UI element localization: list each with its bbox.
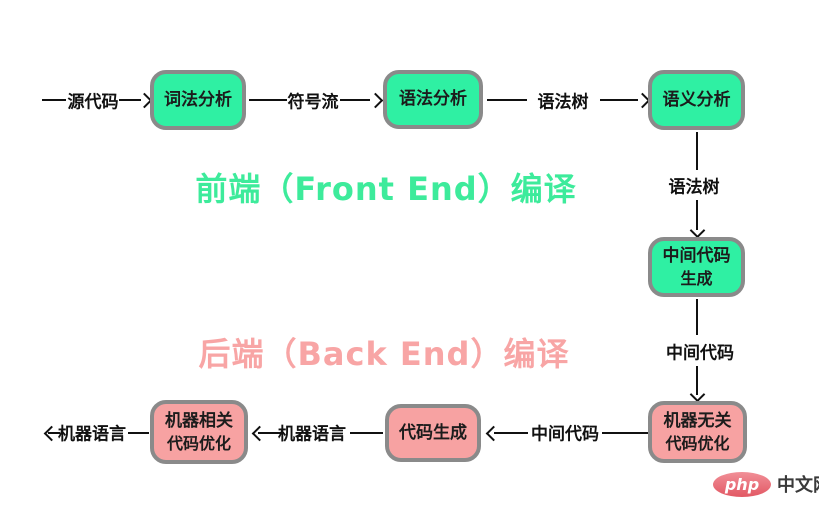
edge-label-syntax-tree-vertical: 语法树 (668, 177, 720, 198)
edge-irgen-down-line (696, 299, 698, 335)
node-machine-independent-optimization: 机器无关 代码优化 (648, 401, 747, 463)
edge-label-intermediate-code-bottom: 中间代码 (531, 424, 599, 445)
arrowhead-into-codegen-icon (485, 425, 502, 442)
edge-lexical-out-line (249, 99, 287, 101)
node-syntax-analysis: 语法分析 (383, 70, 483, 129)
node-lexical-analysis: 词法分析 (150, 70, 246, 130)
edge-into-mdopt-line (258, 432, 284, 434)
node-machine-dependent-optimization: 机器相关 代码优化 (150, 400, 248, 464)
edge-syntax-out-line (487, 99, 527, 101)
node-syntax-analysis-label: 语法分析 (399, 89, 467, 110)
edge-codegen-out-line (350, 432, 383, 434)
edge-label-machine-language-mid: 机器语言 (278, 424, 346, 445)
php-logo-icon: php (713, 471, 771, 497)
node-semantic-analysis-label: 语义分析 (662, 89, 731, 110)
node-ir-generation-label-line2: 生成 (680, 268, 713, 288)
watermark: php 中文网 (713, 471, 819, 497)
edge-final-out-line (48, 432, 60, 434)
edge-into-syntax-line (340, 99, 370, 101)
node-machine-independent-optimization-line2: 代码优化 (665, 433, 730, 453)
node-code-generation: 代码生成 (385, 404, 481, 462)
arrowhead-into-mdopt-icon (251, 425, 268, 442)
edge-label-source-code: 源代码 (67, 92, 119, 113)
node-code-generation-label: 代码生成 (399, 422, 467, 443)
front-end-section-title: 前端（Front End）编译 (195, 170, 577, 208)
node-ir-generation-label-line1: 中间代码 (662, 245, 731, 266)
edge-source-in-line (42, 99, 66, 101)
edge-into-codegen-line (494, 432, 528, 434)
watermark-site-text: 中文网 (777, 475, 819, 496)
arrowhead-into-syntax-icon (367, 92, 384, 109)
php-logo-text: php (724, 474, 760, 494)
edge-label-intermediate-code-vertical: 中间代码 (666, 343, 734, 364)
edge-into-miopt-line (696, 366, 698, 395)
node-ir-generation: 中间代码 生成 (648, 237, 745, 297)
arrowhead-final-out-icon (43, 425, 60, 442)
node-machine-dependent-optimization-line1: 机器相关 (165, 410, 233, 431)
arrowhead-into-miopt-icon (689, 386, 706, 403)
edge-source-to-lexical-line (119, 99, 141, 101)
edge-label-machine-language-out: 机器语言 (58, 424, 126, 445)
edge-semantic-down-line (696, 132, 698, 170)
node-lexical-analysis-label: 词法分析 (164, 89, 232, 110)
edge-miopt-out-line (602, 432, 648, 434)
edge-label-syntax-tree-top: 语法树 (537, 92, 589, 113)
back-end-section-title: 后端（Back End）编译 (198, 335, 570, 373)
node-machine-dependent-optimization-line2: 代码优化 (166, 433, 231, 453)
edge-into-irgen-line (696, 200, 698, 230)
edge-label-token-stream: 符号流 (287, 92, 339, 113)
edge-into-semantic-line (600, 99, 638, 101)
edge-mdopt-out-line (128, 432, 149, 434)
node-machine-independent-optimization-line1: 机器无关 (663, 410, 732, 431)
node-semantic-analysis: 语义分析 (648, 70, 745, 130)
arrowhead-into-irgen-icon (689, 222, 706, 239)
